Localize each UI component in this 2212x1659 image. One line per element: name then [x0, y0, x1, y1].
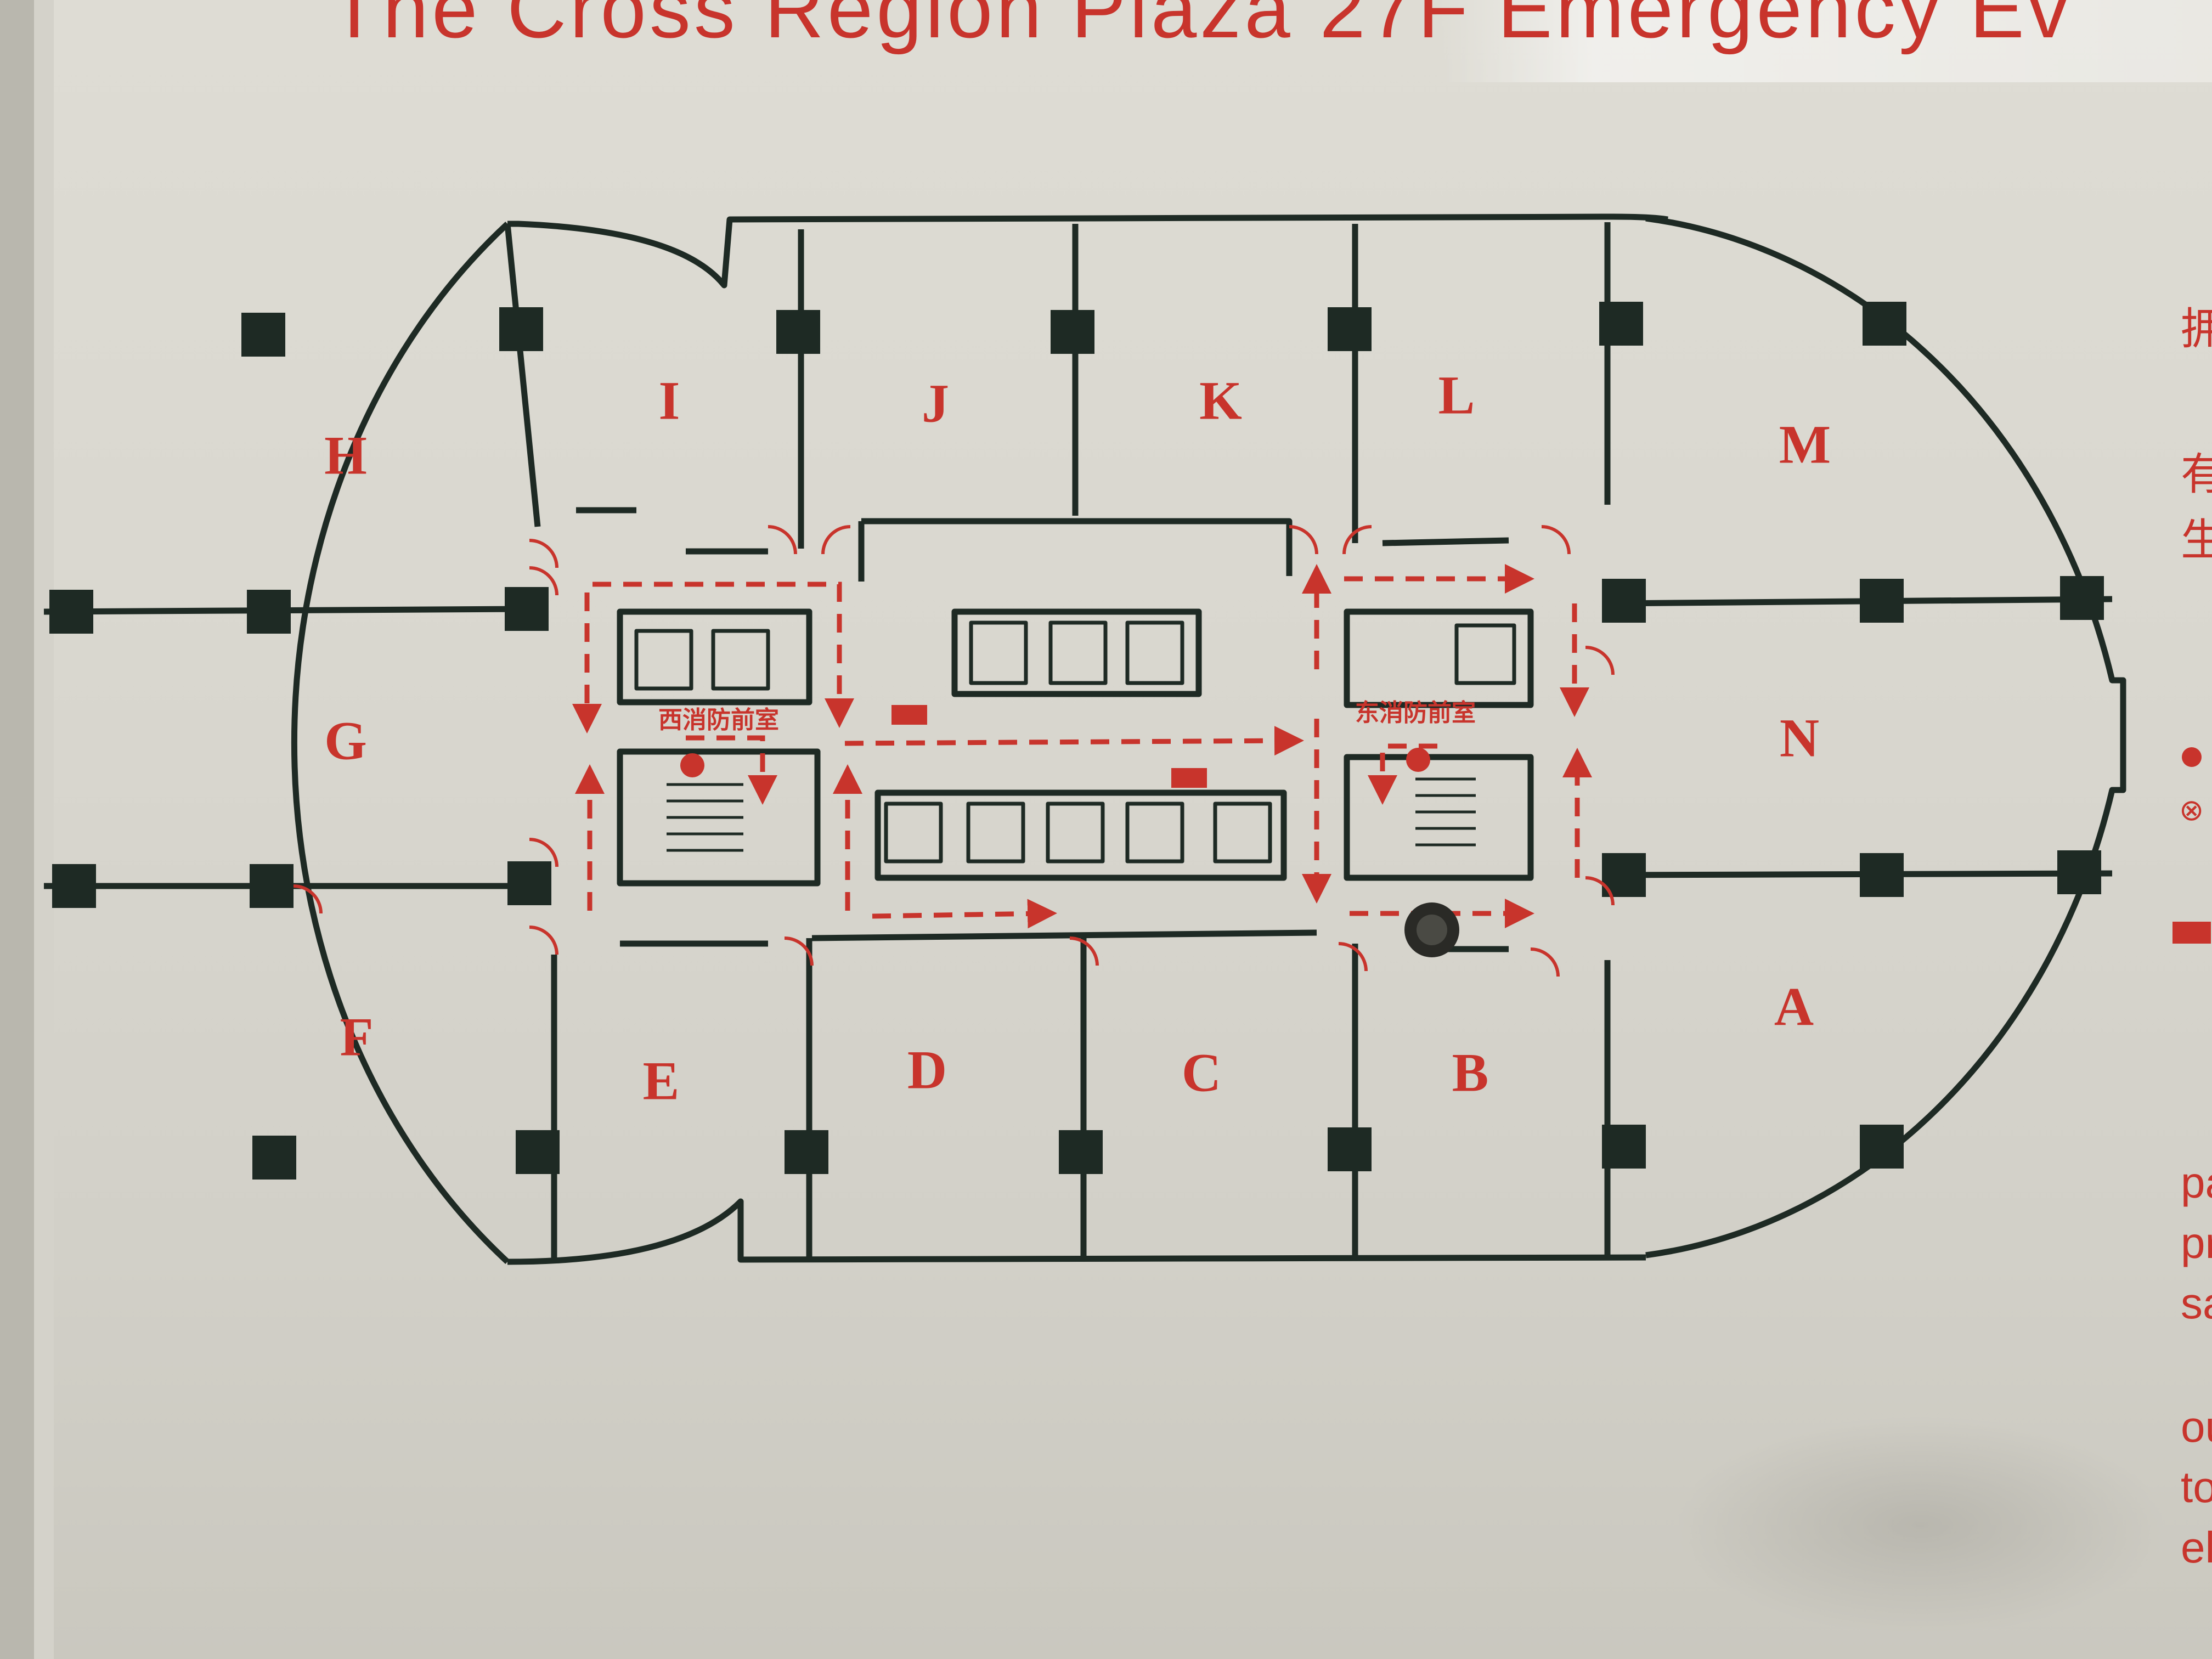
frame-edge — [0, 0, 34, 1659]
route-bottom — [872, 899, 1057, 929]
outer-wall-bottom — [507, 1198, 1646, 1265]
center-elevator-top — [951, 608, 1202, 697]
east-fire-lobby-label: 东消防前室 — [1355, 699, 1476, 727]
sign-panel — [54, 0, 2212, 1659]
legend-red-square — [2172, 922, 2211, 944]
side-text-2: 有 — [2181, 449, 2212, 500]
room-g-label: G — [324, 710, 367, 771]
side-text-4: pa — [2181, 1158, 2212, 1207]
outer-wall-left-bump — [507, 213, 1668, 289]
route-top-west — [592, 582, 854, 728]
room-f-label: F — [340, 1006, 374, 1068]
legend-dot — [2182, 747, 2202, 767]
side-text-1: 拥 — [2181, 303, 2212, 354]
light-glare — [1437, 0, 2212, 82]
room-c-label: C — [1181, 1042, 1222, 1103]
side-text-5: pr — [2181, 1218, 2212, 1267]
outer-wall-right — [1645, 215, 2126, 1259]
room-k-label: K — [1199, 370, 1242, 431]
west-elevator-bank — [617, 608, 812, 706]
no-symbol-icon: ⊗ — [2179, 794, 2204, 827]
side-text-7: ou — [2181, 1402, 2212, 1451]
route-mid — [844, 726, 1304, 756]
east-elevator-bank — [1344, 608, 1534, 708]
sign-title: The Cross Region Plaza 27F Emergency Ev — [329, 0, 2072, 55]
room-n-label: N — [1779, 707, 1820, 769]
west-alarm-dot — [680, 753, 704, 777]
route-lobby-west — [686, 735, 777, 805]
smudge — [1673, 1415, 2167, 1635]
center-elevator-bottom — [874, 789, 1287, 881]
room-b-label: B — [1452, 1042, 1489, 1103]
side-text-6: sa — [2181, 1279, 2212, 1328]
west-fire-lobby-label: 西消防前室 — [658, 706, 779, 734]
frame-edge-inner — [34, 0, 54, 1659]
west-stair-core — [617, 748, 821, 887]
hydrant-marker-2 — [1171, 768, 1207, 788]
room-h-label: H — [324, 425, 367, 486]
side-text-8: to — [2181, 1463, 2212, 1511]
room-l-label: L — [1438, 364, 1475, 426]
room-j-label: J — [922, 373, 949, 434]
room-d-label: D — [907, 1039, 947, 1101]
outer-wall — [291, 221, 510, 1265]
route-lobby-east — [1368, 743, 1437, 805]
east-stair-core — [1344, 754, 1534, 881]
room-m-label: M — [1779, 414, 1831, 475]
east-alarm-dot — [1406, 748, 1430, 772]
hydrant-marker-1 — [891, 705, 927, 725]
room-e-label: E — [642, 1050, 680, 1111]
room-i-label: I — [658, 370, 680, 431]
side-text-3: 生 — [2181, 515, 2212, 566]
room-a-label: A — [1774, 976, 1814, 1037]
side-text-9: el — [2181, 1523, 2212, 1572]
